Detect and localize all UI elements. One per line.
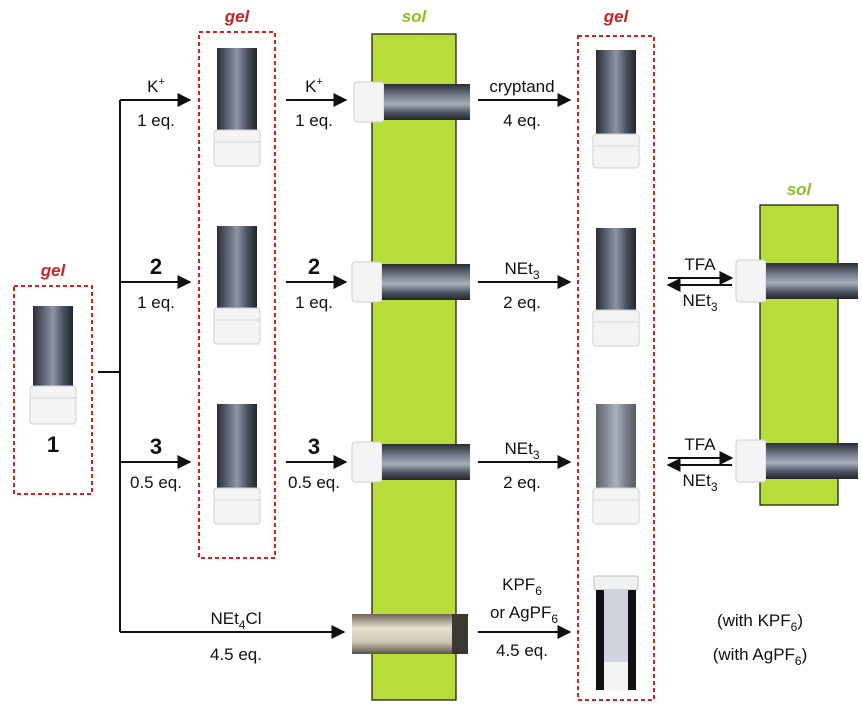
compound-label-1: 1	[47, 432, 59, 457]
row3-step3-reagent: NEt3	[504, 439, 539, 462]
row3-reversible-forward: TFA	[684, 435, 716, 454]
gel-box-start	[13, 285, 93, 495]
row4-step3-amount: 4.5 eq.	[496, 641, 548, 660]
vial-col5-row3	[735, 439, 858, 483]
branch-lines	[98, 93, 346, 639]
row4-note-kpf6: (with KPF6)	[717, 611, 803, 634]
vial-col3-row3	[351, 441, 470, 483]
row3-step3-amount: 2 eq.	[503, 473, 541, 492]
row1-step1-amount: 1 eq.	[137, 111, 175, 130]
arrows-col3-col4	[478, 93, 572, 639]
vial-col3-row2	[351, 261, 470, 303]
row2-step1-reagent: 2	[150, 254, 162, 279]
vial-start	[29, 306, 77, 425]
row1-step3-amount: 4 eq.	[503, 111, 541, 130]
vial-col4-row3	[592, 404, 640, 525]
vial-col5-row2	[735, 259, 858, 303]
row3-step1-reagent: 3	[150, 434, 162, 459]
row1-step1-reagent: K+	[147, 76, 165, 96]
state-label-gel-column2: gel	[224, 7, 251, 26]
state-label-gel-start: gel	[40, 261, 67, 280]
row3-step2-amount: 0.5 eq.	[288, 473, 340, 492]
row1-step2-reagent: K+	[305, 76, 323, 96]
vial-col2-row1	[213, 48, 261, 167]
vial-col4-row1	[592, 50, 640, 169]
row4-step3-line2: or AgPF6	[490, 603, 558, 626]
row3-reversible-back: NEt3	[682, 471, 717, 494]
row3-step1-amount: 0.5 eq.	[130, 473, 182, 492]
row1-step3-reagent: cryptand	[489, 77, 554, 96]
row2-step3-reagent: NEt3	[504, 259, 539, 282]
vial-col2-row2	[213, 226, 261, 345]
reversible-arrows	[666, 271, 734, 472]
vial-col4-row4	[593, 575, 639, 690]
row2-reversible-back: NEt3	[682, 291, 717, 314]
row2-step3-amount: 2 eq.	[503, 293, 541, 312]
vial-col2-row3	[213, 404, 261, 525]
gel-box-column2	[198, 31, 276, 559]
sol-band-column3	[371, 33, 457, 701]
row2-reversible-forward: TFA	[684, 255, 716, 274]
row2-step2-amount: 1 eq.	[295, 293, 333, 312]
state-label-sol-column5: sol	[787, 180, 813, 199]
vial-col3-row1	[353, 81, 470, 123]
row4-step3-line1: KPF6	[502, 575, 542, 598]
row4-direct-reagent: NEt4Cl	[210, 609, 261, 632]
state-label-sol-column3: sol	[402, 7, 428, 26]
gel-box-column4	[577, 35, 655, 701]
vial-col3-row4	[352, 614, 468, 654]
row1-step2-amount: 1 eq.	[295, 111, 333, 130]
state-label-gel-column4: gel	[603, 7, 630, 26]
row2-step1-amount: 1 eq.	[137, 293, 175, 312]
row4-direct-amount: 4.5 eq.	[210, 645, 262, 664]
row2-step2-reagent: 2	[308, 254, 320, 279]
arrows-col2-col3	[286, 93, 348, 469]
vial-col4-row2	[592, 228, 640, 347]
row3-step2-reagent: 3	[308, 434, 320, 459]
row4-note-agpf6: (with AgPF6)	[713, 645, 808, 668]
